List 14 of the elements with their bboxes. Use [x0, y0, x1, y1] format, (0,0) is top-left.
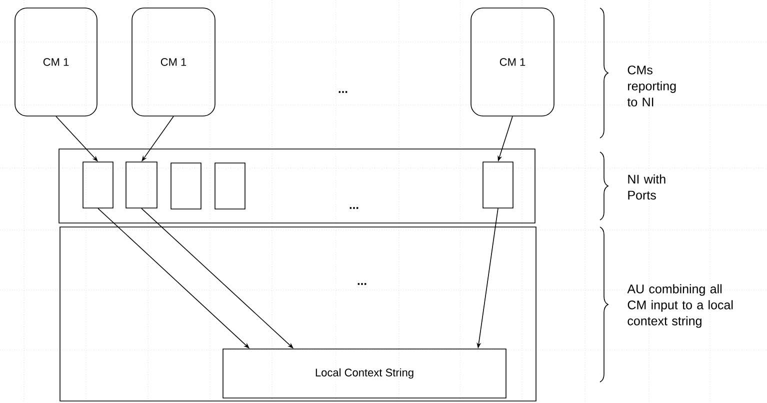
port-box — [214, 162, 246, 210]
port-box — [482, 162, 514, 208]
module-box: CM 1 — [470, 8, 554, 116]
port-box — [126, 162, 158, 208]
module-box: CM 1 — [132, 8, 216, 116]
port-box — [170, 162, 202, 210]
brace-label: NI with Ports — [628, 174, 666, 200]
process-box: Local Context String — [222, 348, 506, 398]
brace-label: AU combining all CM input to a local context string — [627, 284, 733, 328]
ellipsis: ... — [338, 91, 348, 93]
module-box: CM 1 — [14, 8, 98, 116]
port-box — [82, 162, 114, 208]
panel-box: ... — [58, 148, 536, 224]
brace-label: CMs reporting to NI — [627, 66, 676, 106]
